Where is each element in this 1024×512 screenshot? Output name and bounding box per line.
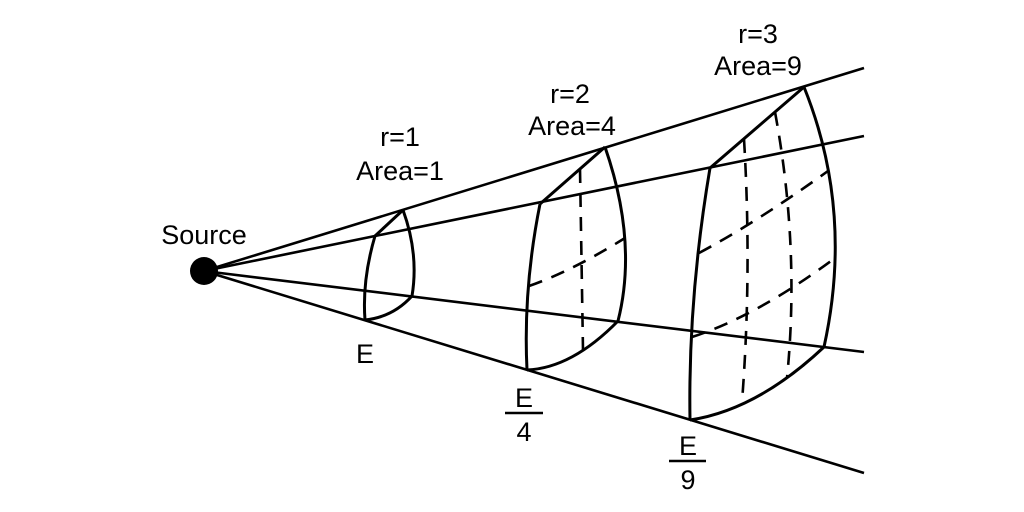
- patch-r1-left-edge: [362, 235, 377, 321]
- area-label-r3: Area=9: [714, 51, 802, 81]
- radius-label-r3: r=3: [738, 19, 778, 49]
- sphere-patch-r2: [524, 145, 628, 372]
- ray-far-top: [203, 66, 865, 273]
- patch-r2-right-edge: [603, 146, 628, 322]
- sphere-patch-r3: [688, 85, 837, 422]
- patch-labels: r=1 Area=1 r=2 Area=4 r=3 Area=9: [356, 19, 802, 186]
- radius-label-r1: r=1: [380, 122, 420, 152]
- patch-r3-vertical-divider-2: [773, 111, 793, 379]
- radius-label-r2: r=2: [550, 79, 590, 109]
- light-rays: [203, 66, 865, 475]
- intensity-fraction-r2: E 4: [505, 383, 543, 447]
- patch-r3-right-edge: [802, 86, 837, 348]
- intensity-label-r1: E: [356, 339, 374, 369]
- source-dot: [190, 257, 218, 285]
- sphere-patch-r1: [362, 208, 416, 322]
- patch-r3-left-edge: [688, 167, 712, 421]
- patch-r2-left-edge: [524, 203, 542, 371]
- source-label: Source: [161, 220, 247, 250]
- fraction-numerator-e4: E: [515, 383, 533, 413]
- patch-r3-horizontal-divider-1: [698, 169, 829, 255]
- patch-r3-bottom-edge: [689, 345, 826, 422]
- fraction-denominator-e9: 9: [680, 465, 695, 495]
- intensity-value-e: E: [356, 339, 374, 369]
- ray-near-bottom: [203, 269, 865, 475]
- fraction-denominator-e4: 4: [516, 417, 531, 447]
- patch-r3-top-edge: [709, 85, 805, 170]
- patch-r1-bottom-edge: [364, 294, 414, 322]
- patch-r2-top-edge: [539, 145, 606, 206]
- patch-r3-vertical-divider-1: [740, 138, 749, 403]
- patch-r2-vertical-divider: [578, 168, 585, 351]
- patch-r2-horizontal-divider: [528, 236, 626, 288]
- ray-near-top: [203, 134, 865, 273]
- patch-r2-bottom-edge: [526, 319, 620, 372]
- patch-r1-top-edge: [373, 208, 405, 238]
- patch-r1-right-edge: [401, 209, 416, 297]
- intensity-fraction-r3: E 9: [669, 431, 706, 495]
- patch-r3-horizontal-divider-2: [691, 256, 836, 339]
- area-label-r1: Area=1: [356, 156, 444, 186]
- area-label-r2: Area=4: [528, 111, 616, 141]
- ray-far-bottom: [203, 269, 865, 354]
- fraction-numerator-e9: E: [679, 431, 697, 461]
